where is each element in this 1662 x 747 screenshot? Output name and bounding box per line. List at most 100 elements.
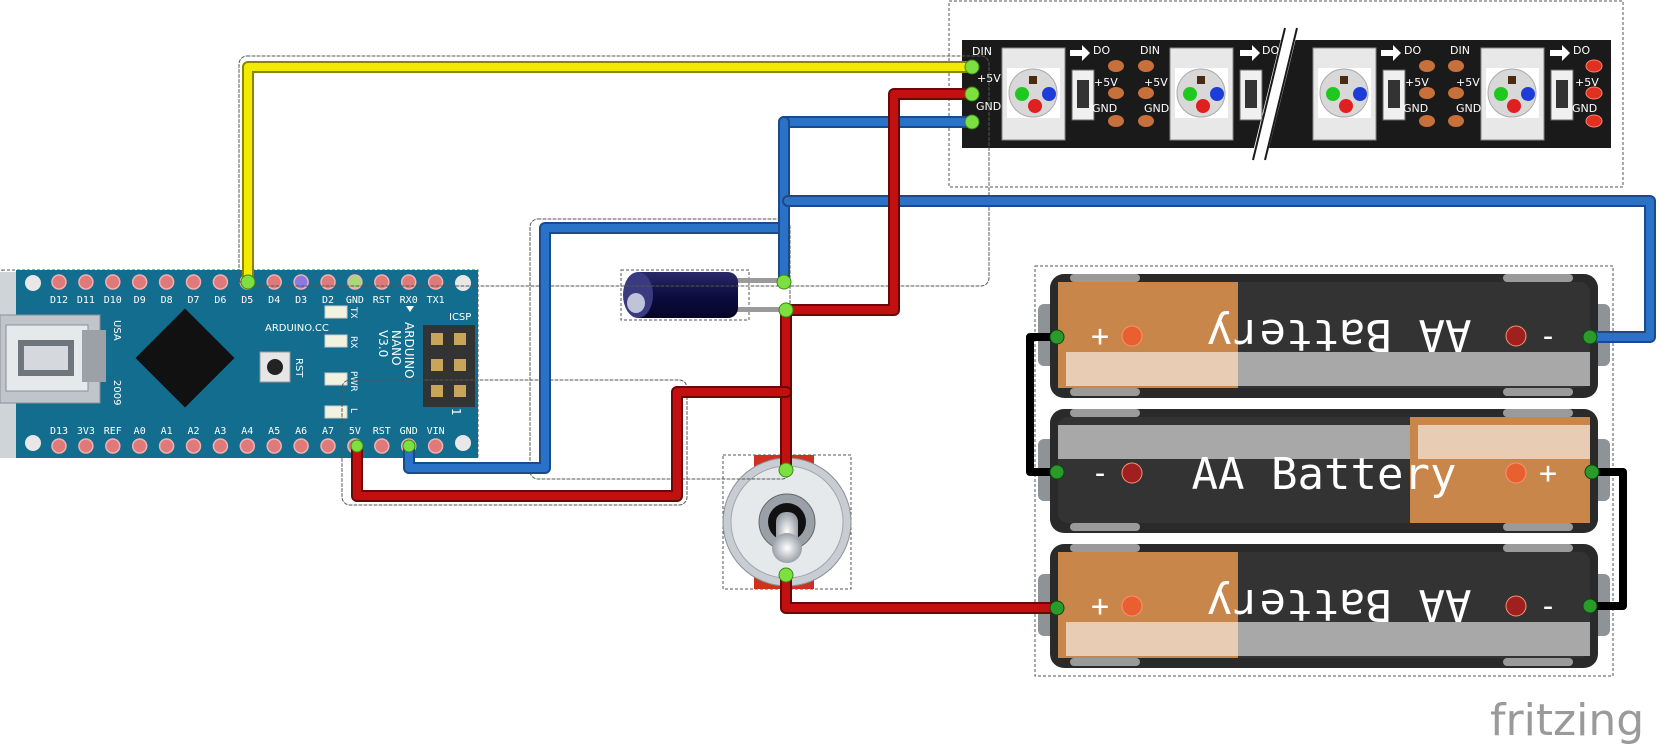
- header-pin[interactable]: [400, 274, 417, 290]
- power-wire[interactable]: [353, 388, 790, 500]
- pin-label: RST: [373, 295, 391, 306]
- pin-label: A6: [295, 426, 307, 437]
- ground-wire[interactable]: [784, 197, 1654, 341]
- header-pin[interactable]: [51, 438, 67, 454]
- board-model-line: ARDUINO: [402, 322, 416, 379]
- pin-label: RST: [373, 426, 391, 437]
- pin-label: A4: [241, 426, 253, 437]
- aa-battery: -+AA Battery: [1038, 409, 1610, 533]
- header-pin[interactable]: [105, 438, 121, 454]
- header-pin[interactable]: [131, 438, 148, 454]
- board-brand: ARDUINO.CC: [265, 323, 329, 334]
- strip-pad-label: GND: [1144, 102, 1169, 115]
- strip-pad-label: DO: [1404, 44, 1421, 57]
- header-pin[interactable]: [78, 274, 94, 290]
- fritzing-watermark: fritzing: [1490, 695, 1644, 746]
- header-pin[interactable]: [158, 274, 175, 290]
- header-pin[interactable]: [320, 274, 336, 290]
- header-pin[interactable]: [131, 274, 148, 290]
- pin-label: D9: [134, 295, 146, 306]
- battery-polarity: -: [1539, 589, 1557, 624]
- board-model-line: NANO: [389, 330, 403, 366]
- header-pin[interactable]: [293, 274, 309, 290]
- aa-battery: + - AA Battery: [1038, 274, 1610, 398]
- strip-pad-label: +5V: [1575, 76, 1599, 89]
- header-pin[interactable]: [185, 438, 202, 454]
- wires: [238, 55, 1656, 616]
- strip-pad-label: GND: [1456, 102, 1481, 115]
- strip-pad-label: GND: [1572, 102, 1597, 115]
- strip-pad-label: +5V: [1405, 76, 1429, 89]
- header-pin[interactable]: [293, 438, 309, 454]
- rgb-led: [1169, 47, 1234, 141]
- pin-label: A3: [214, 426, 226, 437]
- pin-label: D2: [322, 295, 334, 306]
- header-pin[interactable]: [347, 274, 363, 290]
- electrolytic-capacitor: [620, 269, 785, 321]
- strip-pad-label: DIN: [1450, 44, 1470, 57]
- header-pin[interactable]: [427, 438, 444, 454]
- header-pin[interactable]: [266, 274, 282, 290]
- power-wire[interactable]: [782, 90, 976, 314]
- header-pin[interactable]: [212, 274, 229, 290]
- battery-polarity: -: [1091, 456, 1109, 491]
- pin-label: RX0: [400, 295, 418, 306]
- board-origin: USA: [111, 320, 122, 341]
- reset-button[interactable]: [259, 351, 291, 383]
- header-pin[interactable]: [185, 274, 202, 290]
- power-wire[interactable]: [782, 571, 1061, 612]
- header-pin[interactable]: [158, 438, 175, 454]
- led-label: L: [348, 408, 358, 413]
- battery-link-wire[interactable]: [1586, 468, 1627, 610]
- battery-polarity: +: [1091, 319, 1109, 354]
- header-pin[interactable]: [239, 438, 256, 454]
- rgb-led: [1480, 47, 1545, 141]
- header-pin[interactable]: [374, 438, 390, 454]
- header-pin[interactable]: [266, 438, 282, 454]
- rgb-led: [1001, 47, 1066, 141]
- pin-label: D4: [268, 295, 280, 306]
- strip-pad-label: GND: [1092, 102, 1117, 115]
- pin-label: A7: [322, 426, 334, 437]
- battery-label: AA Battery: [1207, 579, 1472, 630]
- pin-label: D11: [77, 295, 95, 306]
- pin-label: VIN: [427, 426, 445, 437]
- header-pin[interactable]: [51, 274, 67, 290]
- battery-polarity: -: [1539, 319, 1557, 354]
- toggle-switch[interactable]: [722, 454, 852, 590]
- header-pin[interactable]: [374, 274, 390, 290]
- pin-label: GND: [400, 426, 418, 437]
- pin-label: A2: [187, 426, 199, 437]
- strip-pad-label: +5V: [1456, 76, 1480, 89]
- pin-label: REF: [104, 426, 122, 437]
- microcontroller-chip: [135, 308, 235, 408]
- signal-wire[interactable]: [244, 63, 976, 286]
- pin-label: D10: [104, 295, 122, 306]
- pin-label: 3V3: [77, 426, 95, 437]
- header-pin[interactable]: [78, 438, 94, 454]
- battery-polarity: +: [1539, 456, 1557, 491]
- header-pin[interactable]: [105, 274, 121, 290]
- battery-pack: +-AA Battery-+AA Battery+-AA Battery: [1034, 265, 1614, 677]
- pin-label: A1: [161, 426, 173, 437]
- header-pin[interactable]: [427, 274, 444, 290]
- icsp-pin1-label: 1: [449, 408, 463, 416]
- reset-label: RST: [293, 358, 304, 378]
- pin-label: D7: [187, 295, 199, 306]
- battery-link-wire[interactable]: [1026, 333, 1061, 476]
- pin-label: D5: [241, 295, 253, 306]
- pin-label: D3: [295, 295, 307, 306]
- led-label: TX: [348, 306, 358, 319]
- board-model-line: V3.0: [376, 330, 390, 357]
- battery-label: AA Battery: [1207, 309, 1472, 360]
- pin-label: 5V: [349, 426, 361, 437]
- strip-pad-label: DIN: [1140, 44, 1160, 57]
- led-strip: DIN +5V GND DO +5V GND DIN +5V GND: [948, 0, 1624, 188]
- board-year: 2009: [111, 380, 122, 405]
- header-pin[interactable]: [212, 438, 229, 454]
- pin-label: A0: [134, 426, 146, 437]
- usb-connector: [0, 314, 106, 404]
- header-pin[interactable]: [320, 438, 336, 454]
- strip-pad-label: +5V: [1144, 76, 1168, 89]
- led-label: PWR: [348, 371, 358, 392]
